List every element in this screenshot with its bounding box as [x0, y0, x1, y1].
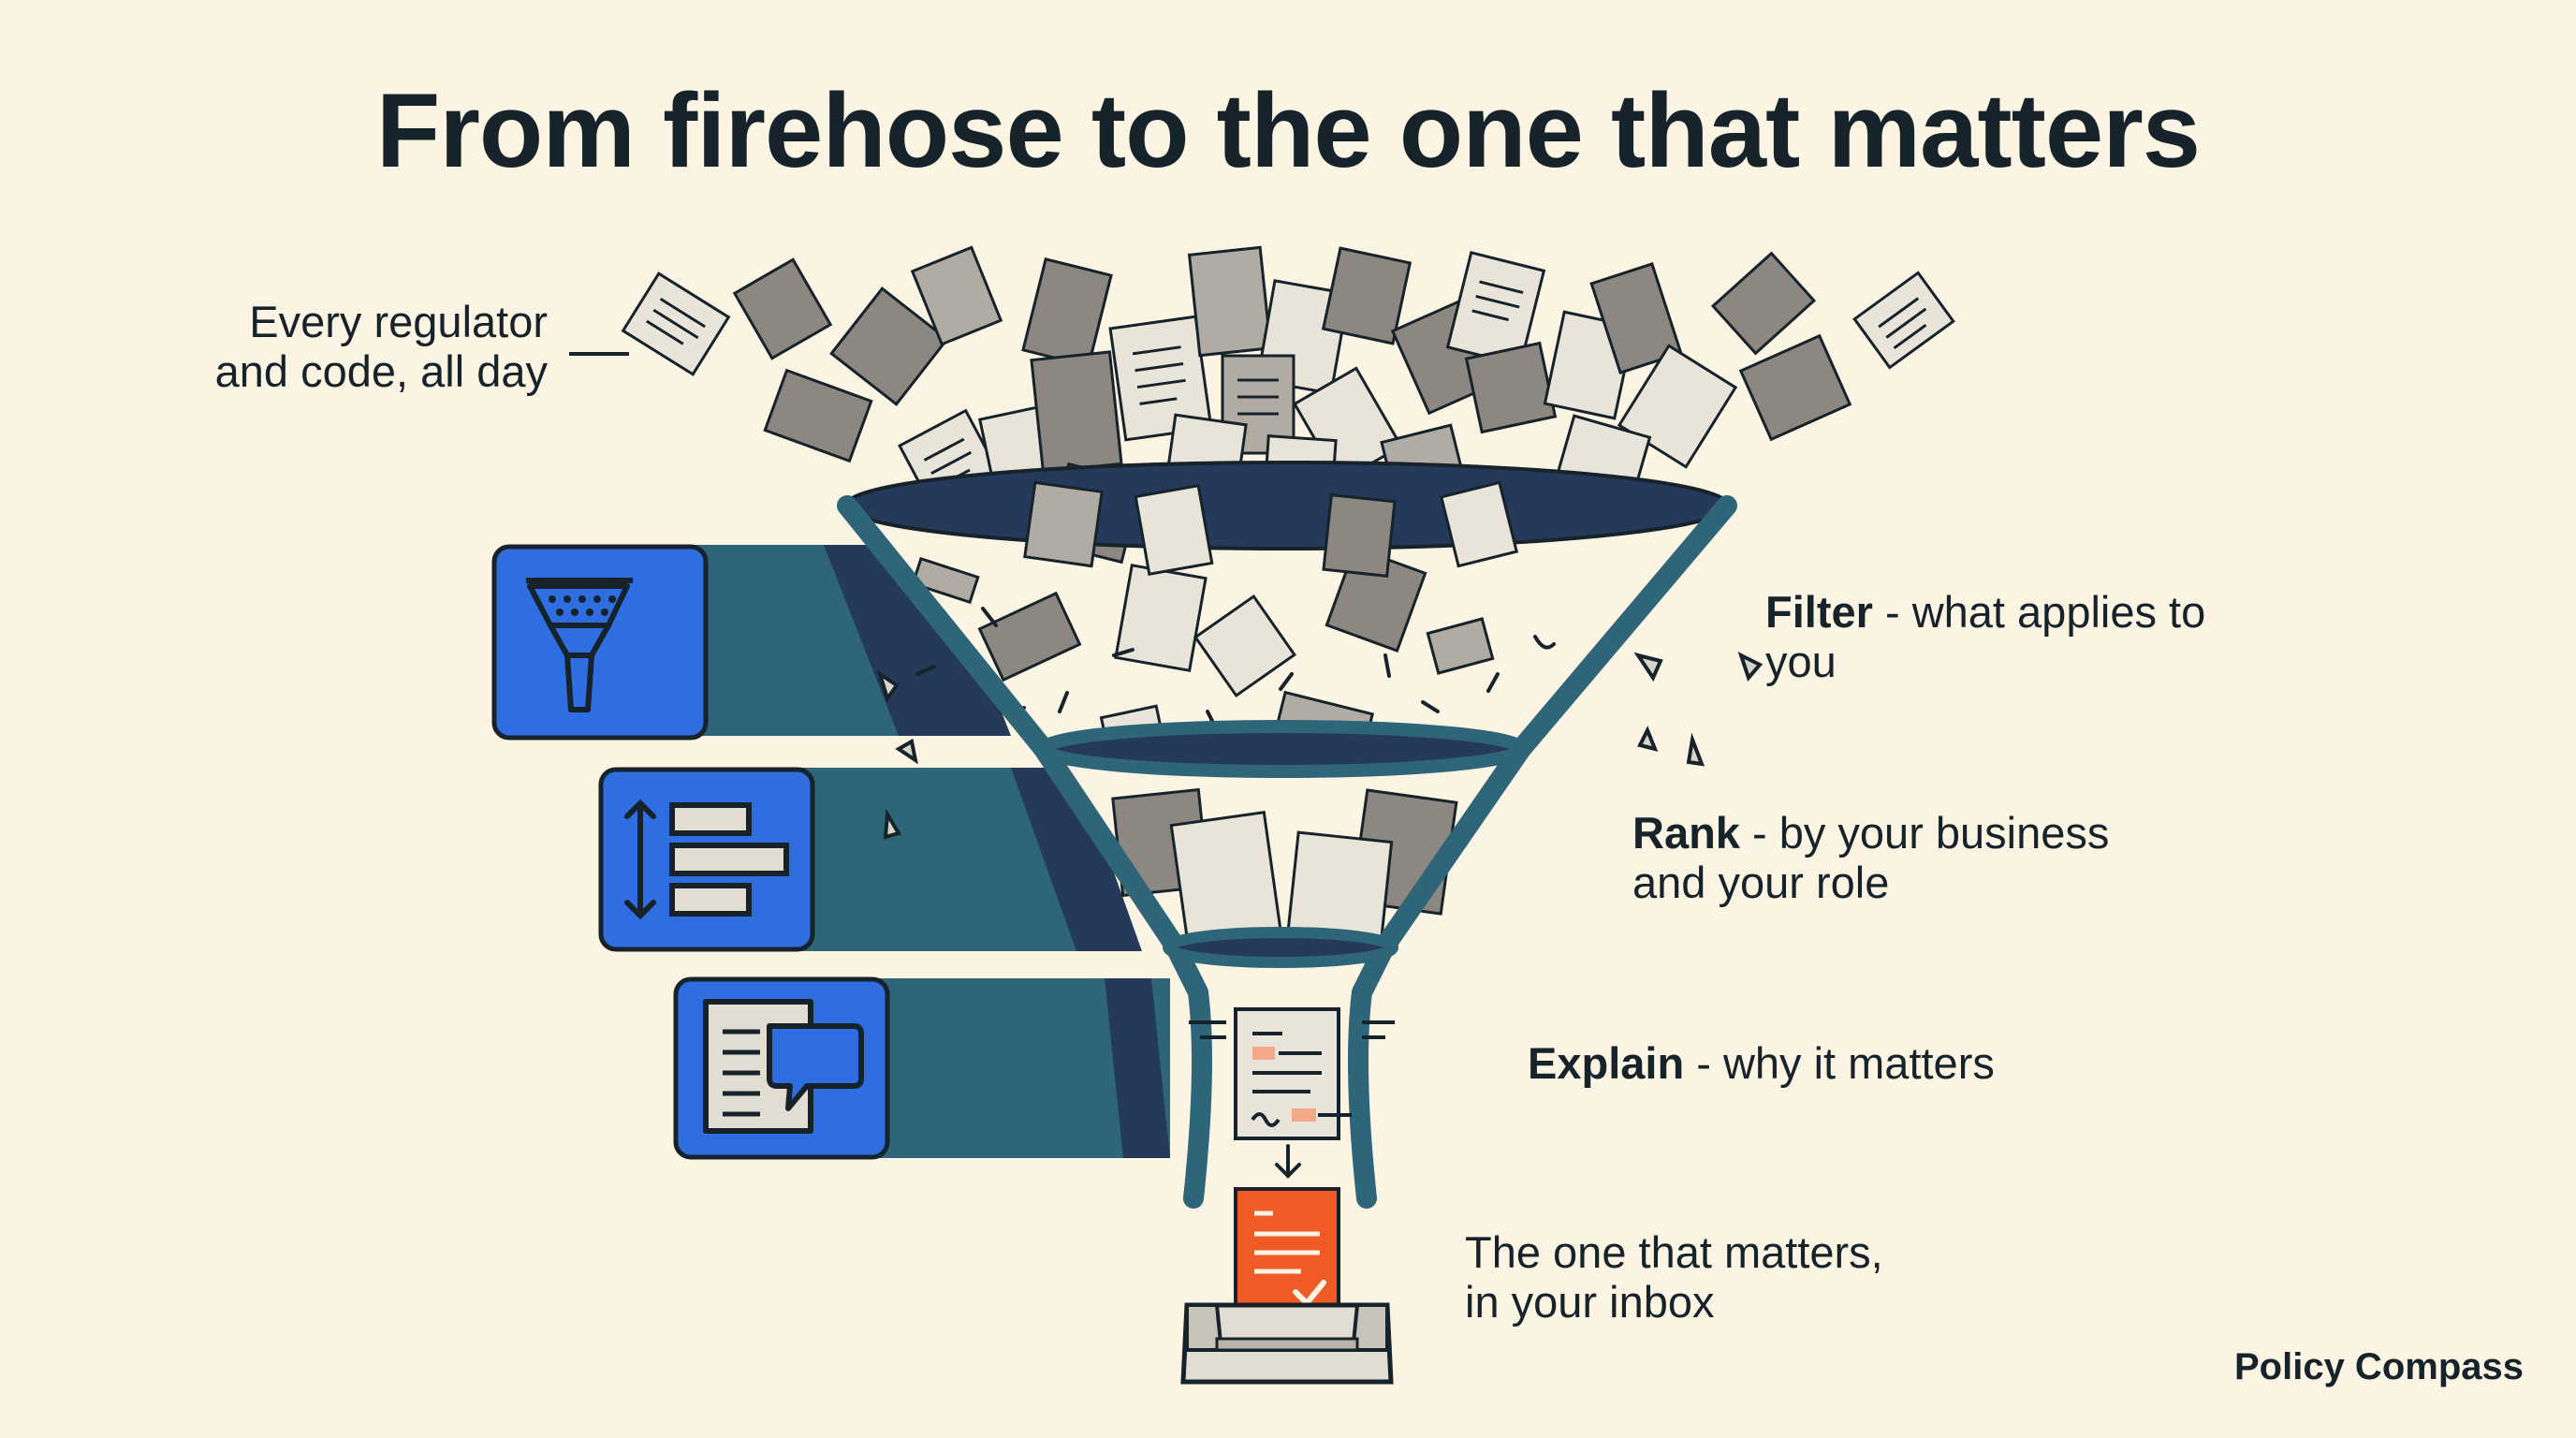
incoming-papers — [621, 245, 1955, 565]
input-label: Every regulator and code, all day — [122, 297, 548, 396]
down-arrow-icon — [1275, 1144, 1301, 1179]
funnel-lower-ring — [1163, 927, 1398, 968]
annotated-document-icon — [1189, 1007, 1395, 1140]
funnel-interior — [847, 506, 1727, 1198]
funnel-left-wall — [837, 495, 1212, 1209]
ranking-bars-icon — [624, 799, 789, 920]
funnel-right-wall — [1348, 495, 1737, 1209]
funnel-top-rim — [843, 461, 1731, 550]
explain-band — [852, 978, 1170, 1158]
funnel-middle-ring — [1037, 720, 1528, 778]
escaping-debris — [876, 652, 1764, 840]
colander-icon — [526, 578, 633, 712]
explain-icon-tile — [673, 976, 890, 1160]
document-chat-icon — [703, 999, 864, 1134]
rank-stage-separator: - — [1739, 808, 1779, 858]
tier1-papers — [911, 546, 1495, 749]
explain-stage-separator: - — [1684, 1038, 1723, 1088]
filter-stage-label: Filter - what applies to you — [1765, 587, 2252, 686]
filter-stage-desc: what applies to you — [1765, 587, 2206, 686]
explain-stage-label: Explain - why it matters — [1528, 1038, 2108, 1089]
papers-over-rim — [1023, 480, 1519, 578]
rank-stage-desc: by your business and your role — [1632, 808, 2110, 907]
filter-stage-separator: - — [1872, 587, 1912, 637]
input-label-text: Every regulator and code, all day — [214, 297, 548, 396]
filter-stage-name: Filter — [1765, 587, 1873, 637]
rank-band — [768, 768, 1142, 951]
rank-stage-label: Rank - by your business and your role — [1632, 808, 2157, 907]
filter-icon-tile — [491, 544, 709, 741]
inbox-tray-icon — [1180, 1187, 1394, 1385]
rank-icon-tile — [598, 767, 815, 952]
page-title: From firehose to the one that matters — [375, 72, 2201, 189]
output-label-text: The one that matters, in your inbox — [1465, 1227, 1883, 1327]
brand-name: Policy Compass — [2233, 1346, 2524, 1387]
output-label: The one that matters, in your inbox — [1465, 1227, 1989, 1327]
explain-stage-desc: why it matters — [1722, 1038, 1995, 1088]
rank-stage-name: Rank — [1632, 808, 1740, 858]
explain-stage-name: Explain — [1528, 1038, 1685, 1088]
